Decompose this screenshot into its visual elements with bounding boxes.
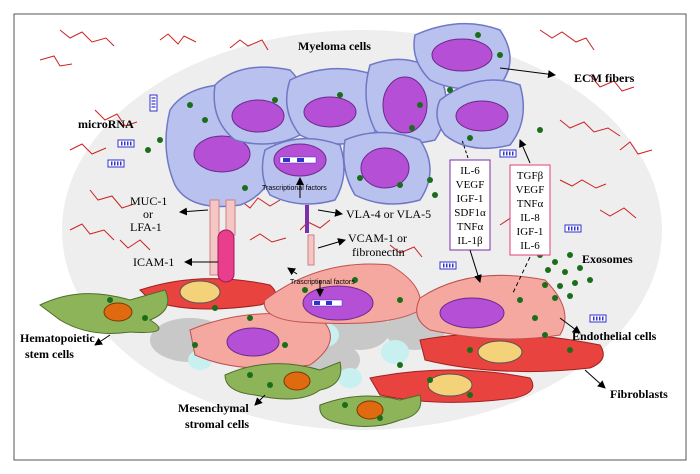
- myeloma-cells: [165, 22, 525, 208]
- label-endothelial-cells: Endothelial cells: [572, 329, 657, 343]
- label-exosomes: Exosomes: [582, 252, 633, 266]
- label-mesenchymal-1: Mesenchymal: [178, 401, 249, 415]
- label-microrna: microRNA: [78, 117, 134, 131]
- factor-left-0: IL-6: [460, 165, 480, 177]
- label-muc1: MUC-1: [130, 194, 167, 208]
- factor-right-4: IGF-1: [517, 226, 544, 238]
- label-transcriptional-factors-mid: Trascriptional factors: [290, 279, 355, 286]
- factor-left-1: VEGF: [456, 179, 485, 191]
- ecm-fibers: [39, 29, 653, 258]
- factor-left-3: SDF1α: [454, 207, 486, 219]
- factor-left-4: TNFα: [457, 221, 484, 233]
- label-mesenchymal-2: stromal cells: [185, 417, 249, 431]
- factor-right-1: VEGF: [516, 184, 545, 196]
- factor-left-5: IL-1β: [457, 235, 483, 247]
- factor-right-0: TGFβ: [517, 170, 544, 182]
- arrows: [94, 67, 606, 406]
- myeloma-cell: [213, 66, 307, 145]
- adhesion-molecules: [209, 199, 315, 283]
- myeloma-cell: [285, 67, 383, 145]
- label-lfa1: LFA-1: [130, 220, 162, 234]
- label-fibronectin: fibronectin: [352, 245, 405, 259]
- myeloma-cell: [365, 58, 448, 145]
- exosome-dots: [107, 32, 593, 421]
- factor-box-right: TGFβ VEGF TNFα IL-8 IGF-1 IL-6: [509, 164, 551, 256]
- label-fibroblasts: Fibroblasts: [610, 387, 668, 401]
- factor-left-2: IGF-1: [457, 193, 484, 205]
- label-icam1: ICAM-1: [133, 255, 174, 269]
- endothelial-cells: [189, 263, 566, 369]
- label-ecm-fibers: ECM fibers: [574, 71, 635, 85]
- label-transcriptional-factors-top: Trascriptional factors: [262, 185, 327, 192]
- myeloma-cell-center: [261, 137, 345, 205]
- factor-right-5: IL-6: [520, 240, 540, 252]
- label-vla: VLA-4 or VLA-5: [346, 207, 431, 221]
- label-vcam: VCAM-1 or: [348, 231, 407, 245]
- myeloma-cell: [436, 79, 525, 150]
- label-or: or: [143, 207, 153, 221]
- factor-box-left: IL-6 VEGF IGF-1 SDF1α TNFα IL-1β: [449, 159, 491, 251]
- myeloma-cell: [343, 131, 431, 205]
- label-myeloma-cells: Myeloma cells: [298, 39, 371, 53]
- fibroblast-cells: [139, 278, 604, 403]
- factor-right-3: IL-8: [520, 212, 540, 224]
- label-hematopoietic-1: Hematopoietic: [20, 331, 95, 345]
- myeloma-cell: [413, 22, 511, 90]
- factor-right-2: TNFα: [517, 198, 544, 210]
- label-hematopoietic-2: stem cells: [25, 347, 74, 361]
